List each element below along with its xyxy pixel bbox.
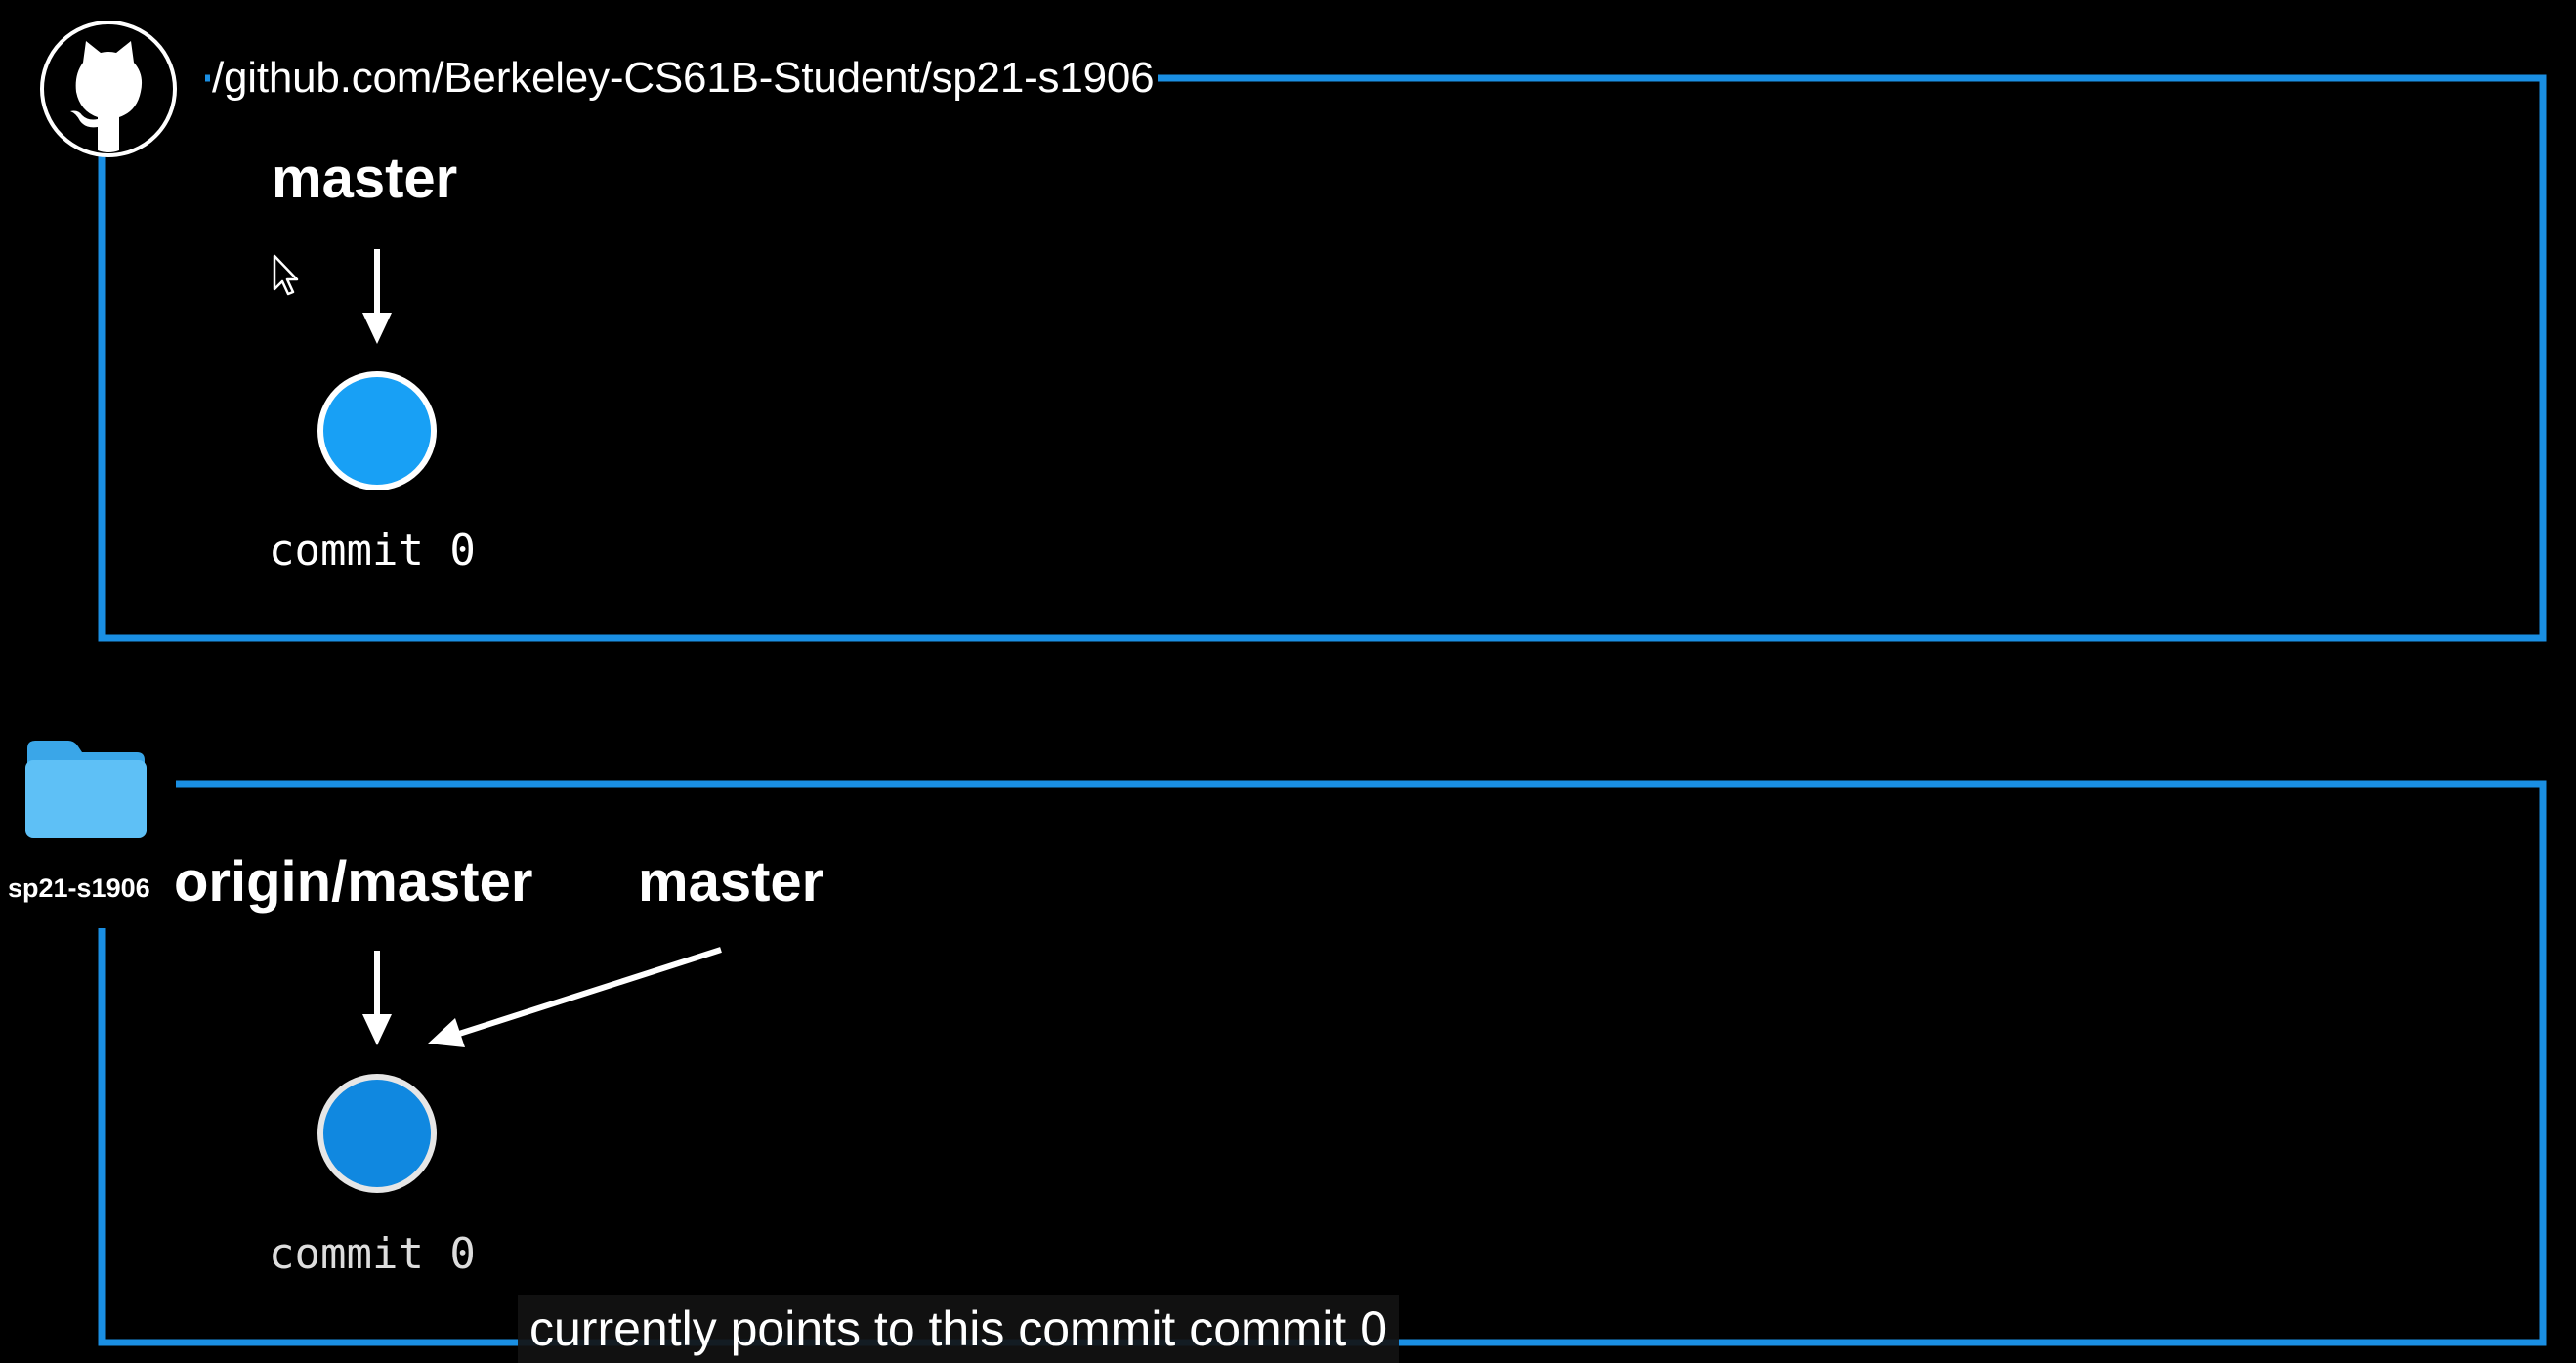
mouse-cursor-icon [273,254,299,296]
local-master-label: master [638,850,824,915]
local-commit-node [317,1074,437,1193]
folder-icon [21,735,150,842]
remote-master-arrow [362,249,392,344]
video-caption: currently points to this commit commit 0 [518,1295,1400,1363]
origin-master-label: origin/master [174,850,533,915]
local-master-arrow [428,947,722,1047]
remote-repo-frame [98,74,2547,642]
origin-master-arrow [362,951,392,1045]
local-commit-label: commit 0 [269,1229,476,1279]
remote-commit-node [317,371,437,490]
folder-name-label: sp21-s1906 [8,873,150,903]
github-icon [39,20,178,158]
local-repo-frame [98,780,2547,1346]
remote-commit-label: commit 0 [269,526,476,575]
remote-url: /github.com/Berkeley-CS61B-Student/sp21-… [210,49,1159,107]
remote-master-label: master [272,147,458,211]
